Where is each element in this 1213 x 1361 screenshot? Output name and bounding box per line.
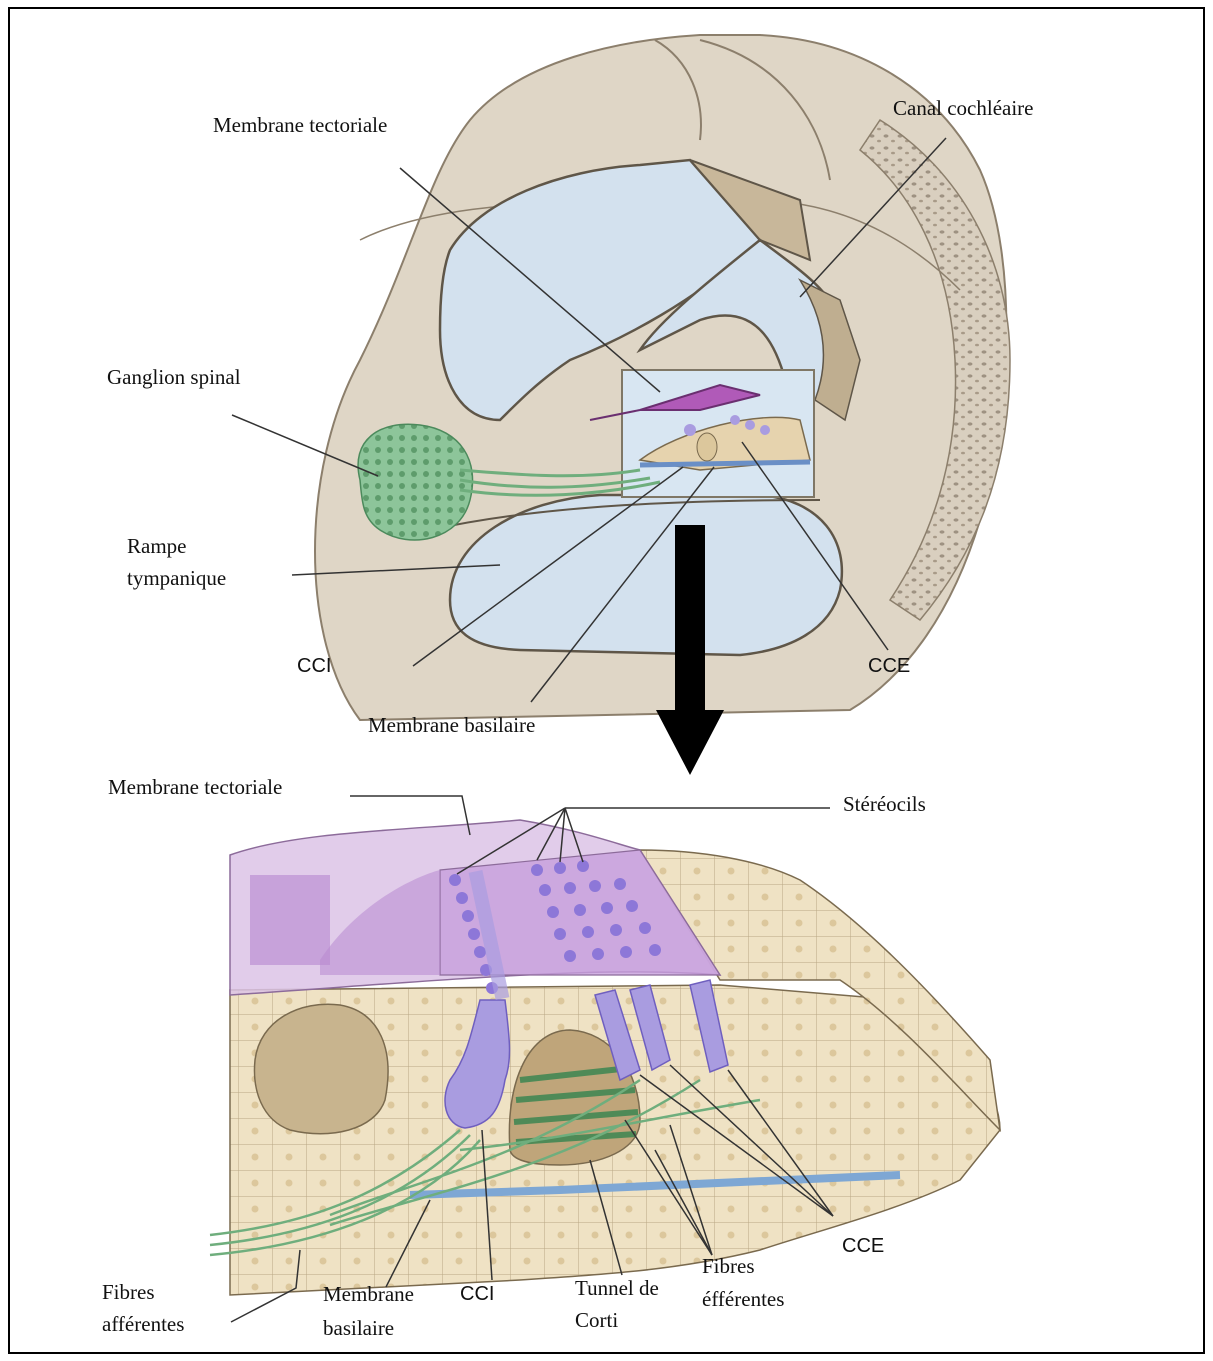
label-stereocils: Stéréocils — [843, 788, 926, 820]
label-cce-top: CCE — [868, 650, 910, 682]
cochlea-cross-section — [315, 35, 1010, 720]
label-ganglion-spinal: Ganglion spinal — [107, 361, 241, 393]
scala-tympani — [450, 495, 842, 655]
label-canal-cochleaire: Canal cochléaire — [893, 92, 1034, 124]
label-fibres-afferentes-2: afférentes — [102, 1308, 184, 1340]
label-cce-bottom: CCE — [842, 1230, 884, 1262]
label-cci-top: CCI — [297, 650, 331, 682]
label-fibres-efferentes-1: Fibres — [702, 1250, 755, 1282]
inner-sulcus — [254, 1004, 388, 1134]
label-tunnel-de: Tunnel de — [575, 1272, 659, 1304]
label-cci-bottom: CCI — [460, 1278, 494, 1310]
label-membrane-basilaire-top: Membrane basilaire — [368, 709, 535, 741]
label-membrane-basilaire-2: basilaire — [323, 1312, 394, 1344]
spiral-ganglion — [358, 424, 472, 540]
label-fibres-afferentes-1: Fibres — [102, 1276, 155, 1308]
organ-of-corti — [210, 820, 1000, 1295]
label-tympanique: tympanique — [127, 562, 226, 594]
label-rampe: Rampe — [127, 530, 186, 562]
basilar-membrane-top — [640, 462, 810, 465]
label-membrane-tectoriale-bottom: Membrane tectoriale — [108, 771, 282, 803]
label-fibres-efferentes-2: éfférentes — [702, 1283, 784, 1315]
label-membrane-basilaire-1: Membrane — [323, 1278, 414, 1310]
label-membrane-tectoriale-top: Membrane tectoriale — [213, 109, 387, 141]
label-corti: Corti — [575, 1304, 618, 1336]
